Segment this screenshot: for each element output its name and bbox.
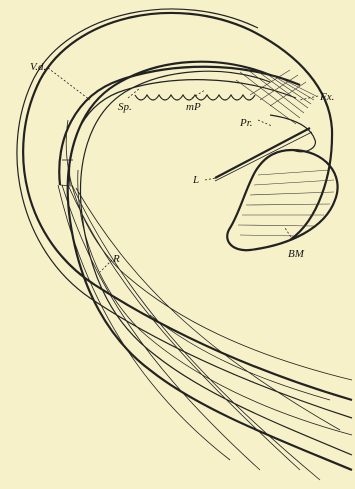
label-l: L [192,174,199,186]
retractor-bundle [58,185,340,480]
label-r: R [112,253,120,265]
spicule-sheath-outer [59,67,300,185]
outer-contour [23,13,352,400]
label-bm: BM [288,248,305,260]
spicule [215,128,310,178]
label-mp: mP [186,101,201,113]
outer-contour-inner [17,9,352,418]
inner-contour-2 [81,71,352,455]
label-sp: Sp. [118,101,132,113]
muscle-papillae [135,95,255,100]
internal-line-2 [66,120,352,380]
label-fx: Fx. [319,91,334,103]
internal-line-3 [150,315,330,400]
inner-contour [68,62,352,470]
label-vd: V.d. [30,61,46,73]
spicule-inner [215,132,312,181]
label-pr: Pr. [239,117,253,129]
internal-line-1 [78,170,352,435]
bursa-hatching [238,170,334,236]
